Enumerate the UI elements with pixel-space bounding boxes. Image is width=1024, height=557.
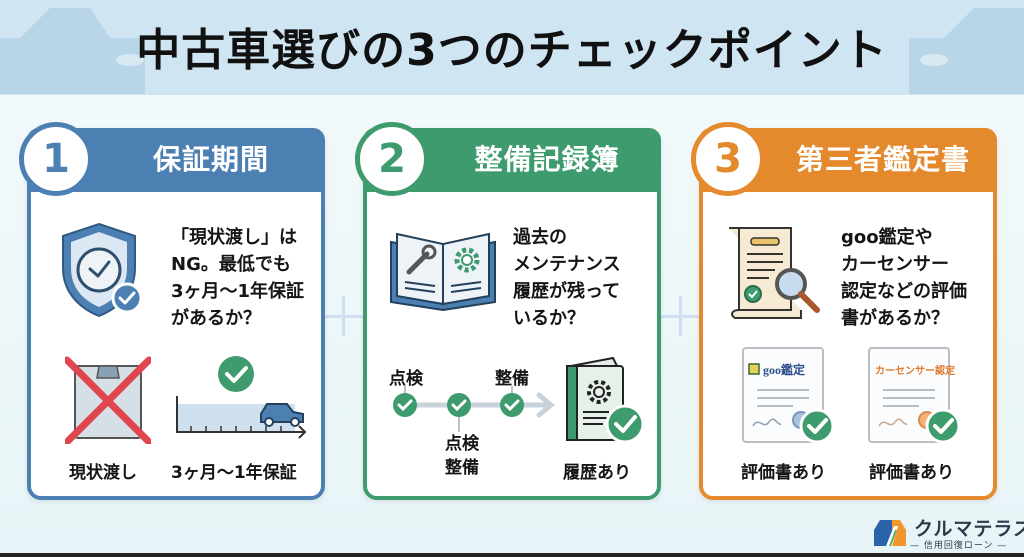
description-line: NG。最低でも [171,254,291,275]
bottom-border [0,553,1024,557]
description-line: 認定などの評価 [841,281,967,302]
card-description: 「現状渡し」は NG。最低でも 3ヶ月〜1年保証 があるか？ [171,224,304,332]
timeline-label: 点検 [445,434,479,454]
connector-plus [322,296,366,336]
header-banner: 中古車選びの3つのチェックポイント [0,0,1024,95]
document-label: 評価書あり [741,463,826,483]
carsensor-certificate-icon: カーセンサー認定 [868,347,961,444]
description-line: 3ヶ月〜1年保証 [171,281,305,302]
card-heading: 第三者鑑定書 [795,143,970,176]
description-line: カーセンサー [841,254,949,275]
description-line: があるか？ [171,308,261,329]
description-line: いるか？ [513,308,585,329]
document-label: 評価書あり [869,463,954,483]
card-description: 過去の メンテナンス 履歴が残って いるか？ [513,224,621,332]
page-title: 中古車選びの3つのチェックポイント [136,25,888,76]
timeline-label: 点検 [389,369,423,389]
description-line: 履歴が残って [513,281,621,302]
logo-subtitle: — 信用回復ローン — [910,541,1008,551]
timeline-label: 整備 [445,458,479,478]
goo-certificate-icon: goo鑑定 [742,347,835,444]
result-label: 履歴あり [563,463,631,483]
number-badge: 3 [691,122,765,196]
card-heading: 保証期間 [152,143,269,176]
background-car-icon [0,8,145,94]
certificate-magnifier-icon [729,227,820,319]
description-line: メンテナンス [513,254,621,275]
description-line: 過去の [513,227,567,248]
crossed-box-icon [65,356,151,444]
brand-logo: クルマテラス — 信用回復ローン — [872,514,1024,554]
certificate-brand-text: カーセンサー認定 [875,364,955,377]
open-book-wrench-gear-icon [390,232,496,312]
description-line: 「現状渡し」は [171,227,297,248]
timeline-label-stack: 点検 整備 [445,432,479,480]
description-line: goo鑑定や [841,227,933,248]
maintenance-timeline-icon [393,386,555,432]
card-description: goo鑑定や カーセンサー 認定などの評価 書があるか？ [841,224,967,332]
car-logo-icon [874,520,906,547]
number-badge: 2 [355,122,429,196]
checkpoint-card-warranty: 保証期間 1 「現状渡し」は NG。最低でも 3ヶ月〜1年保証 があるか？ 現状… [19,122,325,500]
checkpoint-card-third-party-appraisal: 第三者鑑定書 3 goo鑑定や カーセンサー 認定などの評価 書があるか？ go… [691,122,997,500]
description-line: 書があるか？ [841,308,949,329]
illustration-label: 現状渡し [69,463,137,483]
logo-name: クルマテラス [914,518,1024,540]
certificate-brand-text: goo鑑定 [763,362,805,377]
timeline-label: 整備 [495,369,529,389]
shield-clock-check-icon [62,222,143,318]
connector-plus [659,296,703,336]
record-book-check-icon [566,356,645,444]
number-badge: 1 [19,122,93,196]
card-heading: 整備記録簿 [474,143,620,176]
illustration-label: 3ヶ月〜1年保証 [171,463,297,483]
checkpoint-card-maintenance-record: 整備記録簿 2 過去の メンテナンス 履歴が残って いるか？ 点検 整備 点検 … [355,122,661,500]
background-car-icon [909,8,1024,94]
car-timeline-check-icon [176,356,307,439]
